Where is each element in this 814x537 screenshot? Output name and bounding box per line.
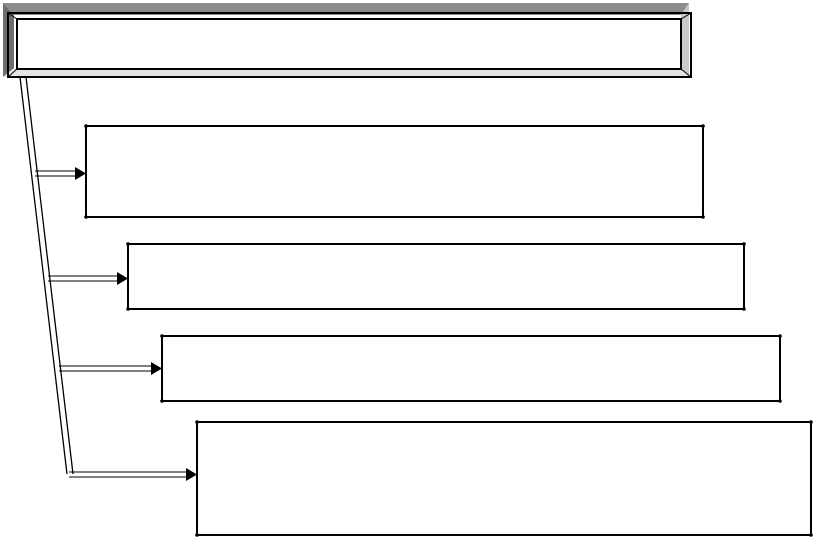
header-inner-border: [16, 18, 682, 70]
arrowhead: [75, 167, 86, 180]
arrow-to-box-4: [69, 468, 197, 481]
box-4: [195, 420, 813, 537]
box-1: [84, 124, 705, 219]
arrowhead: [186, 468, 197, 481]
box-2: [126, 242, 746, 311]
arrow-to-box-2: [48, 272, 128, 285]
arrowhead: [117, 272, 128, 285]
box-3: [160, 334, 782, 403]
header-bevel-bottom: [3, 68, 689, 77]
header-box: [3, 3, 692, 78]
arrowhead: [151, 362, 162, 375]
header-outer-border: [7, 12, 692, 78]
header-bevel-right: [681, 3, 689, 77]
arrow-to-box-1: [35, 167, 86, 180]
arrow-to-box-3: [59, 362, 162, 375]
